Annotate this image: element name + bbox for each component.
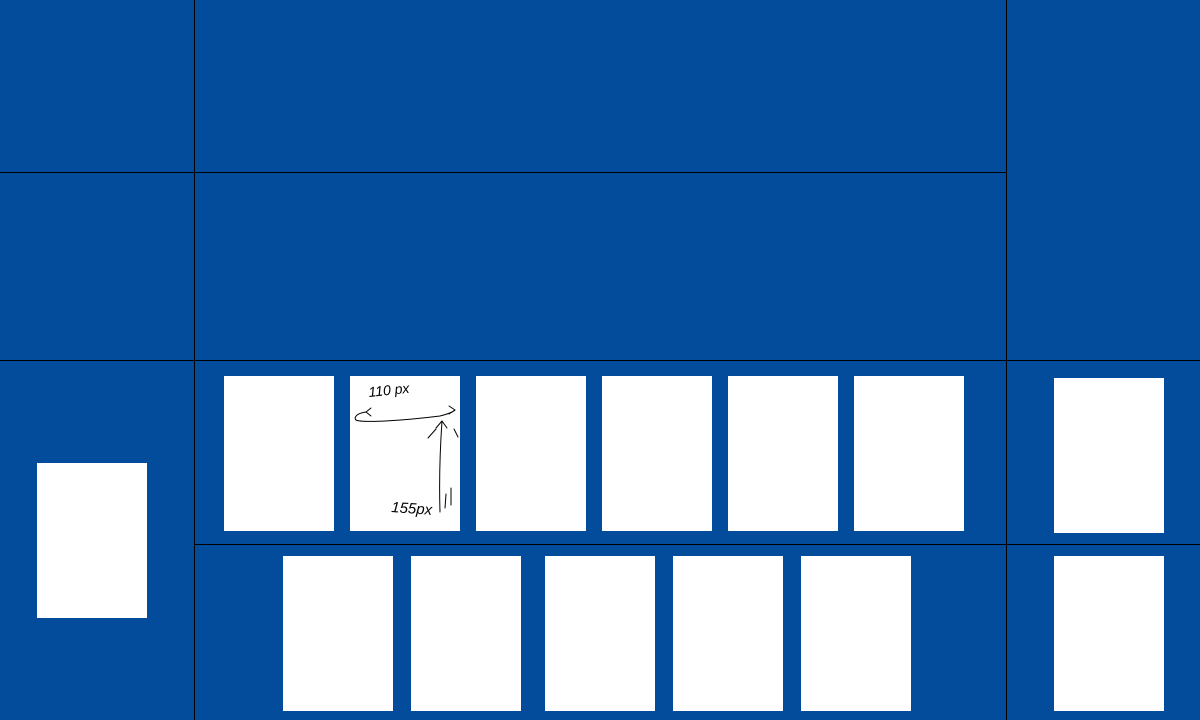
- row-two-card-3[interactable]: [545, 556, 655, 711]
- row-two-card-4[interactable]: [673, 556, 783, 711]
- row-one-card-1[interactable]: [224, 376, 334, 531]
- row-one-card-5[interactable]: [728, 376, 838, 531]
- row-one-card-3[interactable]: [476, 376, 586, 531]
- row-one-card-2[interactable]: [350, 376, 460, 531]
- divider-horizontal-middle: [0, 360, 1200, 361]
- right-column-card-1[interactable]: [1054, 378, 1164, 533]
- lower-left-card[interactable]: [37, 463, 147, 618]
- divider-horizontal-top: [0, 172, 1006, 173]
- right-column-card-2[interactable]: [1054, 556, 1164, 711]
- row-two-card-2[interactable]: [411, 556, 521, 711]
- middle-left-zone[interactable]: [0, 173, 194, 360]
- middle-center-zone[interactable]: [195, 173, 1005, 360]
- row-one-card-6[interactable]: [854, 376, 964, 531]
- top-center-zone[interactable]: [195, 0, 1005, 172]
- row-two-card-1[interactable]: [283, 556, 393, 711]
- top-left-zone[interactable]: [0, 0, 194, 172]
- row-two-card-5[interactable]: [801, 556, 911, 711]
- row-one-card-4[interactable]: [602, 376, 712, 531]
- right-upper-zone[interactable]: [1007, 0, 1200, 360]
- divider-horizontal-lower: [195, 544, 1200, 545]
